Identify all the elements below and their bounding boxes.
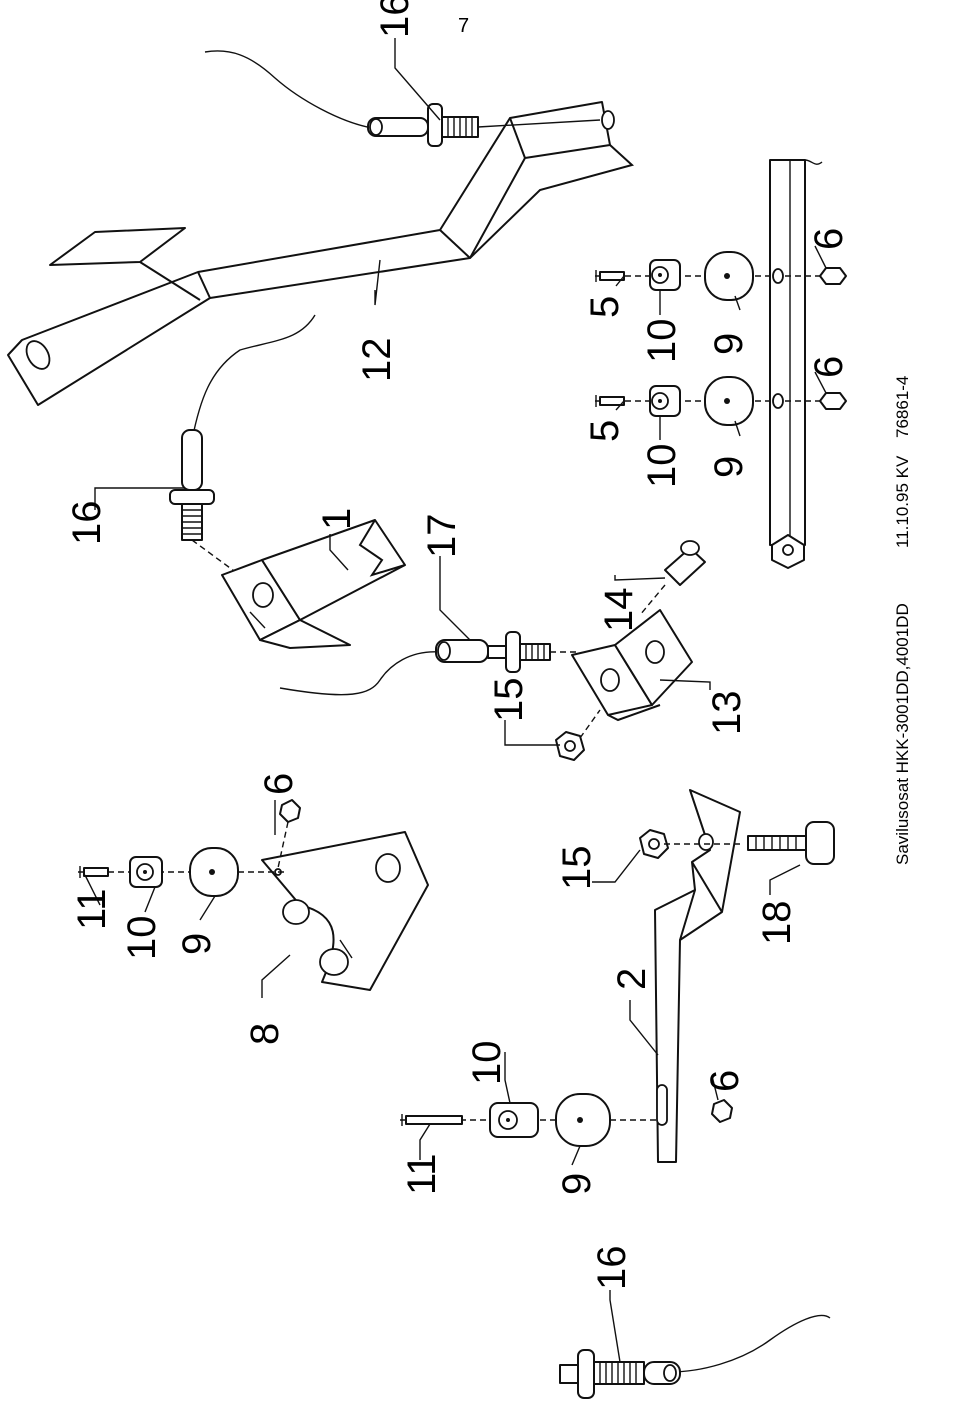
footer-date: 11.10.95 KV	[893, 455, 912, 548]
callout-6-b: 6	[807, 356, 851, 378]
callout-10-middle: 10	[120, 916, 164, 961]
callout-1: 1	[315, 508, 359, 530]
part-2-strip	[654, 789, 741, 1163]
callout-16-top: 16	[373, 0, 417, 38]
callout-10-b: 10	[640, 444, 684, 489]
callout-9-low: 9	[555, 1173, 599, 1195]
callout-9-a: 9	[707, 333, 751, 355]
part-16-sensor-top	[204, 50, 601, 147]
part-12-arm	[7, 101, 635, 406]
footer: Savilusosat HKK-3001DD,4001DD 11.10.95 K…	[893, 376, 912, 865]
part-8-curved-plate	[261, 831, 429, 991]
part-15-nut-right	[555, 709, 601, 761]
callout-2: 2	[610, 968, 654, 990]
part-18-bolt	[747, 821, 835, 865]
footer-code: 76861-4	[893, 376, 912, 438]
callout-5-a: 5	[583, 296, 627, 318]
callout-17: 17	[420, 514, 464, 559]
stack-8-hardware	[78, 799, 301, 897]
callout-10-low: 10	[465, 1041, 509, 1086]
callout-6-low: 6	[703, 1070, 747, 1092]
part-16-sensor-middle	[169, 314, 316, 591]
footer-title: Savilusosat HKK-3001DD,4001DD	[893, 603, 912, 865]
callout-6-middle: 6	[257, 773, 301, 795]
callout-6-a: 6	[807, 228, 851, 250]
callout-labels: 16 12 16 1 17 14 15 13 5 10 9 6 5 10 9 6…	[65, 0, 851, 1290]
part-1-bracket	[221, 519, 406, 649]
page-number: 7	[458, 15, 469, 37]
callout-5-b: 5	[583, 420, 627, 442]
part-14-spacer	[639, 540, 706, 616]
callout-8: 8	[243, 1023, 287, 1045]
callout-14: 14	[597, 588, 641, 633]
rail-assembly	[595, 159, 847, 569]
callout-16-bottom: 16	[590, 1246, 634, 1291]
callout-11-middle: 11	[70, 888, 114, 930]
callout-11-low: 11	[400, 1153, 444, 1195]
leader-lines	[84, 38, 827, 1363]
stack-2-hardware	[400, 1093, 733, 1147]
part-16-sensor-bottom	[559, 1314, 831, 1399]
callout-13: 13	[705, 691, 749, 736]
callout-9-b: 9	[707, 456, 751, 478]
part-15-nut-middle	[639, 829, 740, 859]
callout-16-middle: 16	[65, 501, 109, 546]
part-17-sensor	[279, 631, 578, 696]
callout-10-a: 10	[640, 319, 684, 364]
callout-12: 12	[355, 338, 399, 383]
callout-15-middle: 15	[555, 846, 599, 891]
callout-9-middle: 9	[175, 933, 219, 955]
part-13-angle-bracket	[571, 609, 693, 722]
callout-15-right: 15	[487, 678, 531, 723]
callout-18: 18	[755, 901, 799, 946]
